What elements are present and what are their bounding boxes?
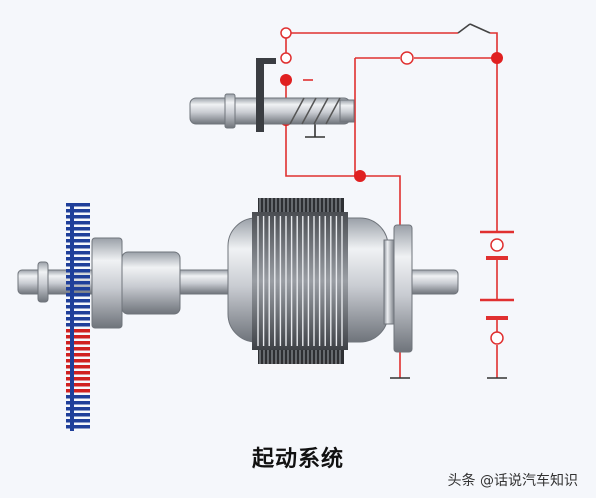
ground-symbols xyxy=(305,118,507,379)
flywheel-ring-gear xyxy=(66,203,90,431)
drive-pinion xyxy=(91,237,181,329)
watermark: 头条 @话说汽车知识 xyxy=(447,473,578,489)
diagram-caption: 起动系统 xyxy=(251,447,344,472)
solenoid-plunger xyxy=(189,58,355,132)
motor-armature xyxy=(227,212,389,350)
circuit-wires xyxy=(285,32,498,378)
commutator-brush-plate xyxy=(383,224,413,353)
motor-field-windings xyxy=(258,198,344,364)
ignition-switch xyxy=(457,23,491,34)
battery xyxy=(480,230,514,345)
